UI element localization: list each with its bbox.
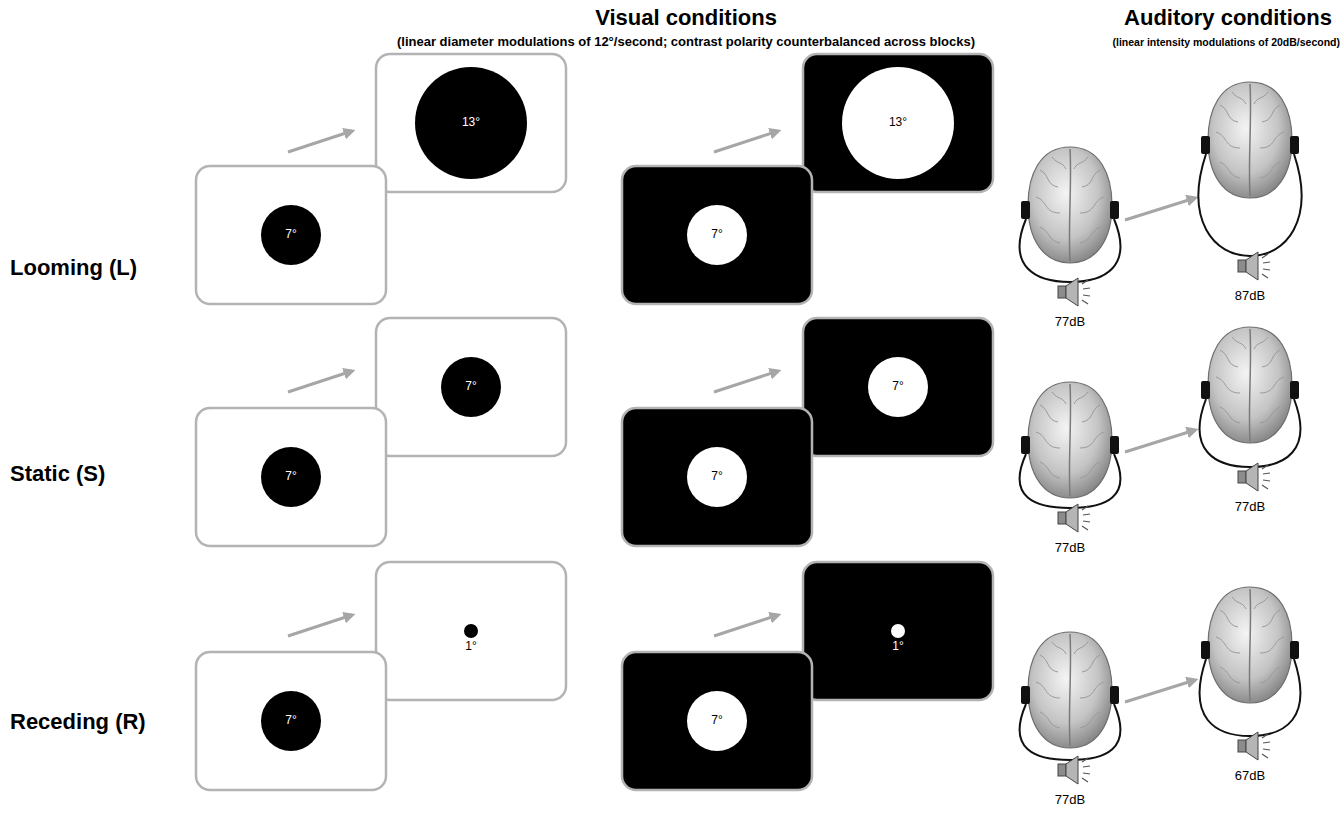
sound-level: 77dB [1235,500,1265,515]
angle-label: 7° [711,470,722,484]
stimulus-disc: 7° [687,691,747,751]
time-arrow [714,131,778,152]
stimulus-disc: 7° [261,691,321,751]
angle-label: 1° [465,640,476,654]
stimulus-disc: 1° [464,624,478,638]
time-arrow [714,371,778,392]
angle-label: 7° [711,228,722,242]
frame [803,562,993,700]
angle-label: 7° [285,470,296,484]
row-label: Static (S) [10,461,105,486]
panel-subtitle: (linear diameter modulations of 12°/seco… [397,35,975,50]
listener-head [1020,382,1121,532]
stimulus-disc: 7° [868,357,928,417]
brain-figure [1021,382,1119,498]
brain-figure [1201,327,1299,443]
sound-level: 77dB [1055,541,1085,556]
frame [376,318,566,456]
stimulus-disc: 7° [261,205,321,265]
frame [376,54,566,192]
brain-figure [1021,632,1119,748]
stimulus-disc: 13° [842,67,954,179]
brain-figure [1021,147,1119,263]
time-arrow [288,615,352,636]
speaker-icon [1058,756,1090,784]
stimulus-frames [196,54,993,790]
frame [622,166,812,304]
angle-label: 7° [285,714,296,728]
angle-label: 7° [465,380,476,394]
frame [196,166,386,304]
angle-label: 7° [711,714,722,728]
time-arrow [288,131,352,152]
stimulus-disc: 13° [415,67,527,179]
angle-label: 7° [285,228,296,242]
speaker-icon [1058,504,1090,532]
sound-level: 77dB [1055,793,1085,808]
time-arrow [714,615,778,636]
speaker-icon [1238,252,1270,280]
frame [376,562,566,700]
sound-level: 67dB [1235,769,1265,784]
stimulus-disc: 7° [261,447,321,507]
frame [622,408,812,546]
time-arrows [288,131,1195,702]
speaker-icon [1238,463,1270,491]
time-arrow [288,371,352,392]
row-label: Looming (L) [10,255,137,280]
stimulus-disc: 7° [441,357,501,417]
listener-head [1200,587,1301,760]
panel-heading: Visual conditions [595,5,777,30]
frame [803,54,993,192]
angle-label: 1° [892,640,903,654]
stimulus-disc: 1° [891,624,905,638]
row-label: Receding (R) [10,709,146,734]
panel-subtitle: (linear intensity modulations of 20dB/se… [1112,36,1340,48]
angle-label: 7° [892,380,903,394]
time-arrow [1125,680,1195,702]
stimulus-disc: 7° [687,205,747,265]
listener-head [1200,327,1301,491]
speaker-icon [1058,278,1090,306]
speaker-icon [1238,732,1270,760]
brain-figure [1201,82,1299,198]
sound-level: 87dB [1235,289,1265,304]
frame [196,652,386,790]
time-arrow [1125,430,1195,452]
frame [803,318,993,456]
sound-level: 77dB [1055,315,1085,330]
angle-label: 13° [889,116,907,130]
panel-heading: Auditory conditions [1124,5,1332,30]
brain-figure [1201,587,1299,703]
listener-head [1020,632,1121,784]
stimulus-disc: 7° [687,447,747,507]
angle-label: 13° [462,116,480,130]
listener-head [1199,82,1302,280]
time-arrow [1125,198,1195,220]
frame [196,408,386,546]
listener-head [1020,147,1121,306]
frame [622,652,812,790]
